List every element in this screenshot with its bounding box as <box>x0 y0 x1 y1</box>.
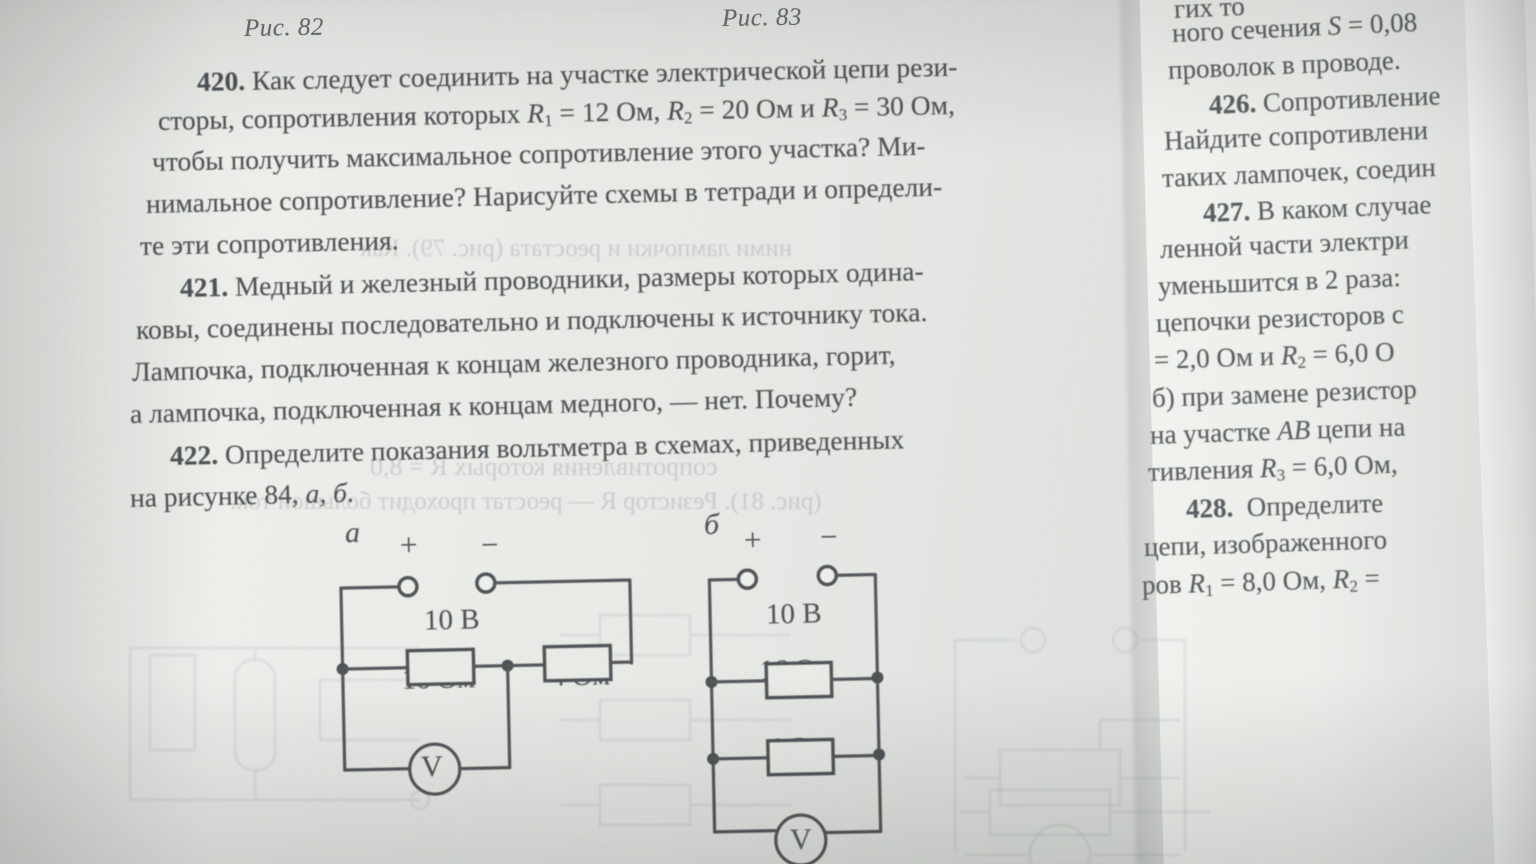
circuit-a-diagram <box>336 572 634 796</box>
problem-422-number: 422. <box>169 438 219 471</box>
circuit-a-wire-right-vertical <box>628 578 634 665</box>
problem-420-number: 420. <box>196 65 246 97</box>
right-line-17: ров R1 = 8,0 Ом, R2 = <box>1141 562 1381 601</box>
circuit-b-wire-left-rail <box>707 578 716 816</box>
circuit-a-wire-left-vertical <box>339 586 345 671</box>
problem-426-number: 426. <box>1208 88 1257 120</box>
circuit-a-terminal-plus <box>397 575 419 598</box>
problem-427-number: 427. <box>1202 196 1251 228</box>
circuit-b-wire-top-right <box>835 572 877 577</box>
circuit-b-resistor-4ohm <box>766 737 836 777</box>
circuit-b-wire-r1-left <box>709 679 769 684</box>
circuit-b-node-right-bottom <box>873 748 886 761</box>
circuit-b-voltmeter <box>774 813 828 864</box>
problem-428-number: 428. <box>1185 492 1234 524</box>
circuit-a-wire-vm-left <box>341 667 347 772</box>
showthrough-circuit-right <box>953 626 1187 864</box>
circuit-a-resistor-16ohm <box>405 647 476 687</box>
circuit-a-wire-vm-right <box>505 664 512 770</box>
circuit-b-terminal-plus <box>736 568 759 590</box>
circuit-a-wire-vm-bottom-left <box>343 767 412 772</box>
circuit-b-label: б <box>703 507 720 542</box>
circuit-b-node-right-top <box>871 671 884 684</box>
problem-420-line-5: те эти сопротивления. <box>139 224 399 261</box>
circuit-a-terminal-minus <box>475 572 497 594</box>
circuit-a-resistor-4ohm <box>542 643 613 683</box>
circuit-b-wire-vm-right <box>824 829 883 835</box>
circuit-b-wire-r1-right <box>829 676 880 682</box>
circuit-b-wire-r2-left <box>711 756 770 761</box>
showthrough-circuit-left <box>128 646 431 811</box>
circuit-b-wire-vm-left <box>713 829 777 834</box>
circuit-a-wire-top-left <box>339 585 402 590</box>
problem-421-number: 421. <box>179 270 229 303</box>
circuit-b-wire-right-rail <box>873 572 882 811</box>
problem-422-line-2: на рисунке 84, а, б. <box>129 476 355 513</box>
circuit-b-terminal-minus <box>816 564 838 587</box>
circuit-b-resistor-16ohm <box>764 660 834 700</box>
figure-label-82: Рис. 82 <box>243 13 325 42</box>
circuit-b-voltmeter-letter: V <box>789 822 813 857</box>
showthrough-circuit-bottom <box>958 788 1212 837</box>
circuit-a-wire-top-right <box>493 578 632 585</box>
showthrough-circuit-mid <box>558 613 792 827</box>
circuit-b-diagram <box>705 564 886 864</box>
circuit-a-wire-mid-3 <box>505 663 547 668</box>
circuit-a-voltmeter-letter: V <box>420 749 444 784</box>
circuit-b-wire-r2-right <box>831 753 881 759</box>
right-line-15: 428. Определите <box>1185 487 1384 524</box>
figure-label-83: Рис. 83 <box>721 3 803 32</box>
circuit-a-wire-mid-1 <box>341 666 410 671</box>
circuit-a-wire-vm-bottom-right <box>458 766 512 771</box>
circuit-b-wire-top-left <box>707 577 739 582</box>
